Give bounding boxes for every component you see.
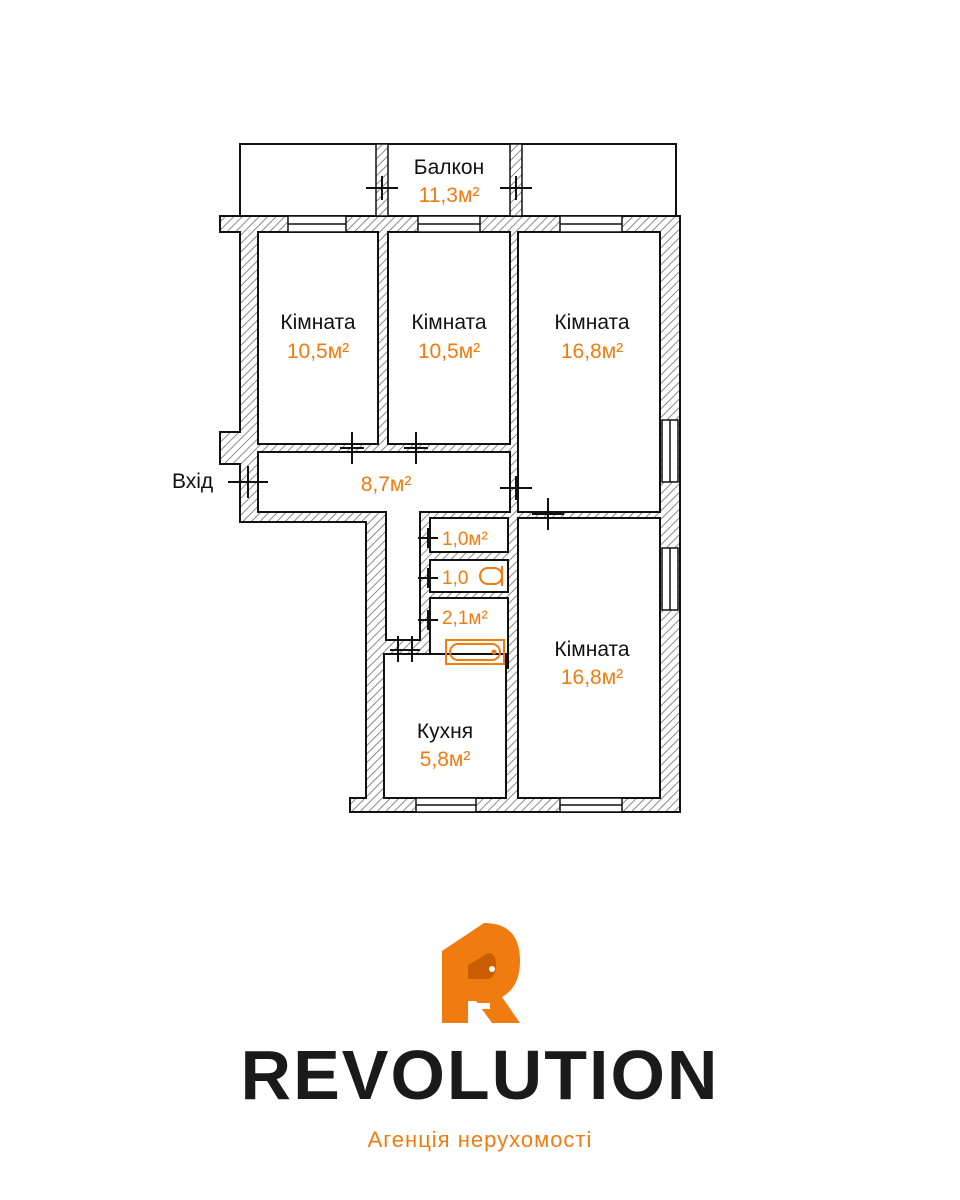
window-icon [417,215,481,233]
kitchen-label: Кухня [417,720,473,743]
room-2-area: 10,5м² [418,340,480,363]
door-mark-icon [340,432,364,464]
entrance-label: Вхід [172,470,213,493]
room-3-area: 16,8м² [561,340,623,363]
brand-logo-icon [442,923,520,1023]
door-mark-icon [366,176,398,200]
storage-room [429,517,509,553]
toilet-room [429,559,509,593]
room-interiors [257,231,661,799]
room-4-area: 16,8м² [561,666,623,689]
window-icon [661,547,679,611]
room-3-label: Кімната [554,311,630,334]
brand-name: REVOLUTION [240,1036,720,1114]
kitchen-area: 5,8м² [420,748,471,771]
window-icon [287,215,347,233]
hallway [257,451,511,641]
door-mark-icon [418,568,438,588]
door-mark-icon [500,176,532,200]
door-mark-icon [390,636,420,662]
door-mark-icon [500,476,532,500]
toilet-icon [479,566,503,586]
window-icon [661,419,679,483]
room-3 [517,231,661,513]
window-icon [559,797,623,813]
window-icon [559,215,623,233]
door-mark-icon [228,466,268,498]
room-1 [257,231,379,445]
balcony-label: Балкон [414,156,484,179]
window-icon [415,797,477,813]
storage-area: 1,0м² [442,529,488,550]
floor-plan: Вхід Балкон 11,3м² Кімната 10,5м² Кімнат… [172,143,681,813]
room-2-label: Кімната [411,311,487,334]
room-2 [387,231,511,445]
bathroom-area: 2,1м² [442,608,488,629]
balcony-area: 11,3м² [419,184,480,207]
room-1-area: 10,5м² [287,340,349,363]
toilet-area: 1,0 [442,568,468,589]
door-mark-icon [418,528,438,548]
door-mark-icon [532,498,564,530]
brand-tagline: Агенція нерухомості [367,1127,593,1152]
balcony [239,143,677,217]
door-marks [228,176,564,662]
hallway-area: 8,7м² [361,473,412,496]
door-mark-icon [404,432,428,464]
windows [287,215,679,813]
bathtub-icon [445,639,505,665]
room-4 [517,517,661,799]
brand-block: REVOLUTION Агенція нерухомості [0,905,960,1185]
door-mark-icon [418,610,438,630]
room-4-label: Кімната [554,638,630,661]
kitchen [383,653,507,799]
room-1-label: Кімната [280,311,356,334]
